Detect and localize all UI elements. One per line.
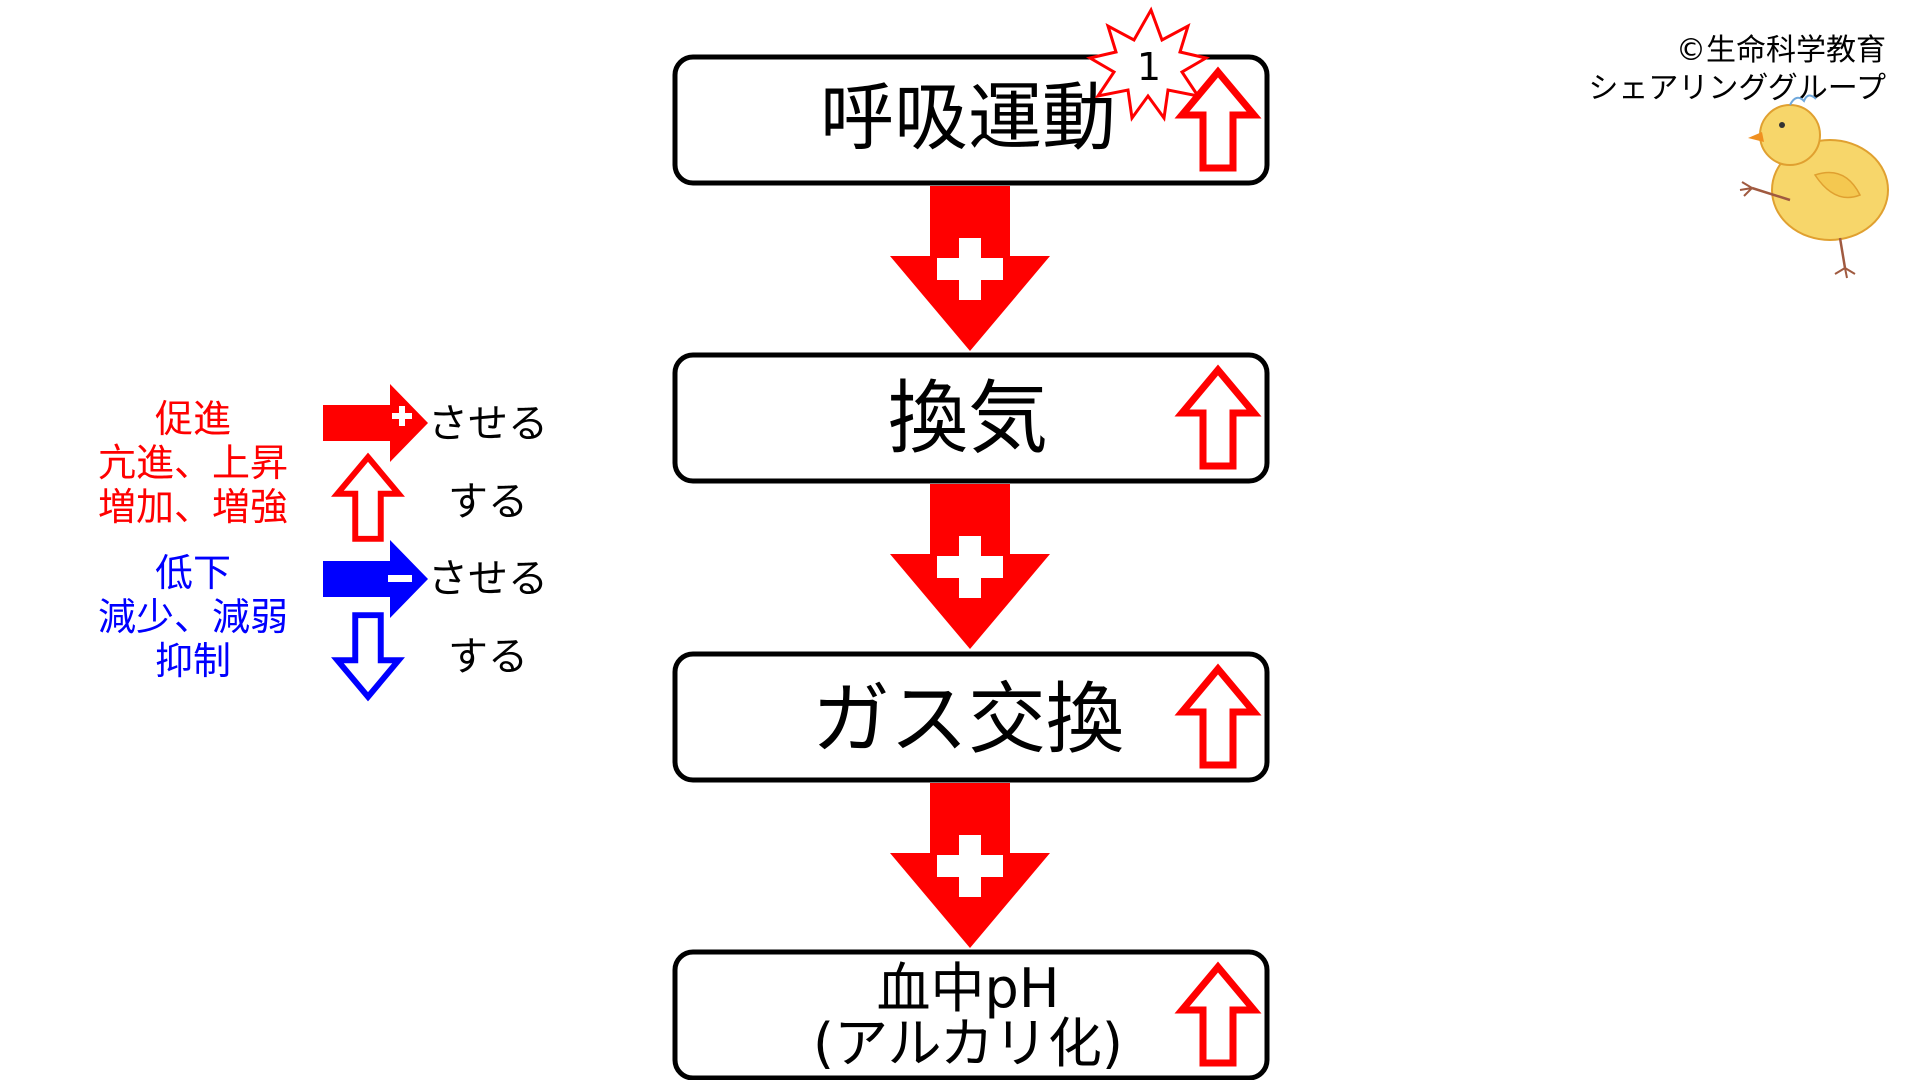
legend-inhibit-updown-suffix: する: [448, 634, 528, 680]
flow-box-label: 換気: [888, 372, 1048, 465]
flow-box-label-line2: (アルカリ化): [813, 1012, 1123, 1075]
copyright-line1: ©生命科学教育: [1676, 33, 1886, 68]
flow-box-blood-ph: 血中pH (アルカリ化): [672, 949, 1270, 1081]
flow-box-label: 呼吸運動: [820, 75, 1116, 161]
plus-arrow-icon: [890, 186, 1050, 351]
legend-promote-line1: 促進: [155, 397, 231, 441]
legend-promote-line3: 増加、増強: [98, 485, 288, 529]
legend-inhibit-line3: 抑制: [155, 639, 231, 683]
down-outline-arrow-icon: [337, 615, 398, 697]
plus-arrow-icon: [323, 384, 428, 462]
minus-arrow-icon: [323, 540, 428, 618]
up-outline-arrow-icon: [337, 457, 398, 539]
plus-arrow-icon: [890, 484, 1050, 649]
badge-number: 1: [1137, 45, 1161, 89]
copyright: ©生命科学教育 シェアリンググループ: [1588, 33, 1886, 106]
chick-illustration: [1739, 94, 1889, 279]
legend-promote-arrow-suffix: させる: [428, 401, 548, 447]
copyright-line2: シェアリンググループ: [1588, 71, 1886, 106]
legend-inhibit-line1: 低下: [155, 551, 231, 595]
flow-box-label: ガス交換: [812, 675, 1124, 765]
legend-inhibit-line2: 減少、減弱: [98, 595, 288, 639]
legend-promote-updown-suffix: する: [448, 479, 528, 525]
flow-box-label-line1: 血中pH: [877, 957, 1060, 1020]
flow-box-ventilation: 換気: [672, 352, 1270, 484]
flow-box-gas-exchange: ガス交換: [672, 651, 1270, 783]
legend: 促進 亢進、上昇 増加、増強 させる する 低下 減少、減弱 抑制 させる: [98, 384, 548, 697]
star-badge-icon: 1: [1085, 6, 1211, 122]
plus-arrow-icon: [890, 783, 1050, 948]
legend-inhibit-arrow-suffix: させる: [428, 556, 548, 602]
legend-promote-line2: 亢進、上昇: [98, 441, 288, 485]
